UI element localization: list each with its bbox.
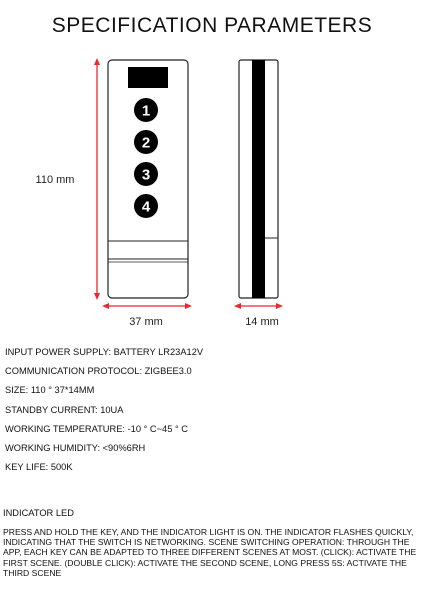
spec-working-temperature: WORKING TEMPERATURE: -10 ° C~45 ° C bbox=[5, 423, 188, 434]
remote-front-view: 1 2 3 4 bbox=[107, 59, 189, 299]
page-title: SPECIFICATION PARAMETERS bbox=[51, 14, 373, 37]
height-label: 110 mm bbox=[36, 174, 75, 186]
spec-standby-current: STANDBY CURRENT: 10UA bbox=[5, 404, 124, 415]
button-1-label: 1 bbox=[142, 103, 150, 120]
height-dimension bbox=[94, 58, 100, 300]
depth-dimension bbox=[234, 303, 283, 309]
indicator-led-heading: INDICATOR LED bbox=[3, 508, 74, 518]
button-3-label: 3 bbox=[142, 167, 150, 184]
button-2-label: 2 bbox=[142, 135, 150, 152]
spec-key-life: KEY LIFE: 500K bbox=[5, 462, 73, 473]
button-1: 1 bbox=[134, 98, 158, 122]
width-label: 37 mm bbox=[129, 316, 163, 328]
button-4: 4 bbox=[134, 194, 158, 218]
button-4-label: 4 bbox=[142, 199, 151, 216]
spec-power-supply: INPUT POWER SUPPLY: BATTERY LR23A12V bbox=[5, 347, 204, 357]
indicator-led-window bbox=[128, 67, 168, 88]
width-dimension bbox=[102, 303, 192, 309]
depth-label: 14 mm bbox=[245, 316, 279, 328]
spec-working-humidity: WORKING HUMIDITY: <90%6RH bbox=[5, 442, 146, 453]
spec-list: INPUT POWER SUPPLY: BATTERY LR23A12V COM… bbox=[5, 343, 420, 477]
button-3: 3 bbox=[134, 162, 158, 186]
remote-side-view bbox=[238, 59, 279, 299]
spec-size: SIZE: 110 ° 37*14MM bbox=[5, 385, 95, 396]
button-2: 2 bbox=[134, 130, 158, 154]
spec-protocol: COMMUNICATION PROTOCOL: ZIGBEE3.0 bbox=[5, 366, 192, 377]
remote-dimension-diagram: 110 mm 1 2 3 4 37 mm bbox=[36, 58, 283, 328]
indicator-led-description: PRESS AND HOLD THE KEY, AND THE INDICATO… bbox=[3, 527, 417, 578]
